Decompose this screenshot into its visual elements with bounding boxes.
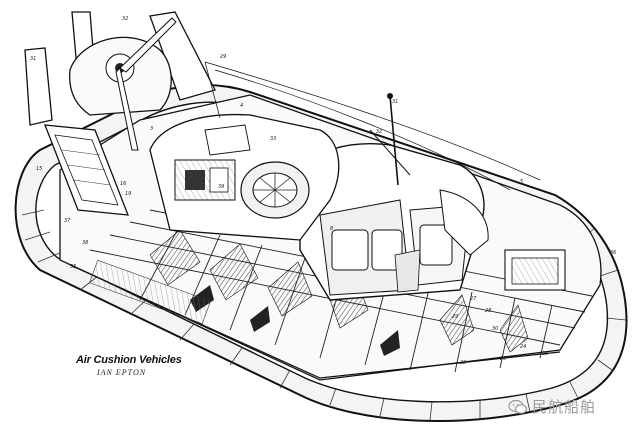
callout-number: 31 <box>392 99 398 105</box>
callout-number: 27 <box>470 296 477 302</box>
callout-number: 24 <box>520 344 526 350</box>
callout-number: 8 <box>330 226 333 232</box>
callout-number: 29 <box>452 314 458 320</box>
antenna-wires <box>204 61 541 191</box>
callout-number: 36 <box>610 250 616 256</box>
callout-number: 37 <box>64 218 71 224</box>
wechat-chat-bubble-icon <box>508 399 528 414</box>
callout-number: 15 <box>36 166 42 172</box>
bow-section <box>439 189 566 291</box>
callout-number: 30 <box>492 326 498 332</box>
callout-number: 23 <box>500 356 506 362</box>
callout-number: 35 <box>70 264 76 270</box>
callout-number: 38 <box>82 240 88 246</box>
callout-number: 19 <box>125 191 131 197</box>
callout-number: 33 <box>270 136 276 142</box>
artist-signature: IAN EPTON <box>97 368 147 377</box>
callout-number: 3 <box>150 126 153 132</box>
propulsion-tail <box>24 11 216 216</box>
callout-number: 32 <box>122 16 128 22</box>
watermark-text: 民航船舶 <box>532 398 597 416</box>
cabin <box>299 93 485 301</box>
callout-number: 5 <box>520 179 523 185</box>
callout-number: 28 <box>485 308 491 314</box>
watermark: 民航船舶 <box>508 396 596 417</box>
callout-number: 16 <box>120 181 126 187</box>
callout-number: 25 <box>542 351 548 357</box>
callout-number: 22 <box>460 360 466 366</box>
callout-number: 32 <box>376 129 382 135</box>
callout-number: 29 <box>220 54 226 60</box>
lift-fan-bay <box>149 113 340 241</box>
callout-number: 39 <box>218 184 224 190</box>
callout-number: 31 <box>30 56 36 62</box>
callout-number: 4 <box>240 103 243 109</box>
caption-title: Air Cushion Vehicles <box>76 354 182 366</box>
